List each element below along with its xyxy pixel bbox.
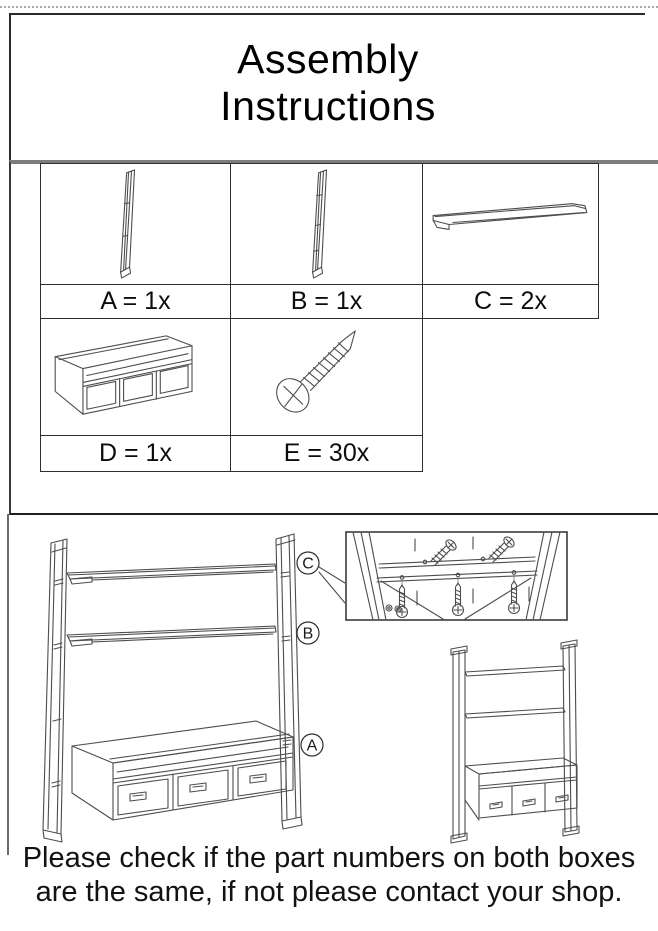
- exploded-assembly-drawing: C B A: [30, 525, 345, 850]
- inset-frame-posts: [352, 531, 561, 621]
- part-e-count-label: E = 30x: [230, 435, 423, 472]
- side-frame-b-icon: [312, 169, 328, 279]
- title-line-1: Assembly: [237, 36, 419, 82]
- shelf-board-icon: [432, 203, 588, 230]
- part-a-image-cell: [40, 163, 231, 285]
- callout-b: B: [296, 621, 320, 645]
- left-side-frame-drawing: [42, 538, 68, 843]
- callout-c: C: [296, 551, 345, 604]
- part-d-image-cell: [40, 318, 231, 436]
- page-title: Assembly Instructions: [11, 36, 645, 130]
- title-line-2: Instructions: [220, 83, 436, 129]
- assembled-shelves: [464, 665, 566, 719]
- inset-border: [345, 531, 568, 621]
- assembled-drawer-cabinet: [464, 757, 578, 821]
- callout-c-leader-lines: [318, 566, 345, 604]
- footer-line-1: Please check if the part numbers on both…: [22, 842, 636, 874]
- footer-line-2: are the same, if not please contact your…: [35, 876, 623, 908]
- drawer-cabinet-drawing: [71, 720, 294, 821]
- parts-section: [9, 160, 658, 515]
- middle-shelf-drawing: [66, 625, 277, 647]
- part-b-image-cell: [230, 163, 423, 285]
- footer-note: Please check if the part numbers on both…: [0, 841, 658, 909]
- part-c-image-cell: [422, 163, 599, 285]
- screw-icon: [276, 330, 356, 413]
- screw-detail-inset: [345, 531, 568, 621]
- part-b-count-label: B = 1x: [230, 284, 423, 319]
- assembly-section-border: [7, 514, 9, 855]
- assembled-unit-drawing: [420, 638, 600, 850]
- side-frame-a-icon: [120, 169, 136, 279]
- top-shelf-drawing: [66, 563, 277, 585]
- drawer-cabinet-icon: [54, 335, 193, 415]
- part-c-count-label: C = 2x: [422, 284, 599, 319]
- page-top-dotted-border: [0, 6, 658, 8]
- callout-a: A: [300, 733, 324, 757]
- assembled-left-frame: [450, 645, 468, 844]
- callout-c-label: C: [302, 556, 314, 573]
- part-d-count-label: D = 1x: [40, 435, 231, 472]
- right-side-frame-drawing: [275, 533, 303, 830]
- callout-b-label: B: [303, 626, 314, 643]
- inset-top-screws: [414, 536, 515, 566]
- part-a-count-label: A = 1x: [40, 284, 231, 319]
- title-box: Assembly Instructions: [9, 13, 645, 160]
- callout-a-label: A: [307, 738, 318, 755]
- assembled-right-frame: [560, 639, 580, 837]
- inset-bottom-screws: [385, 570, 530, 619]
- inset-shelf-rails: [376, 556, 538, 620]
- part-e-image-cell: [230, 318, 423, 436]
